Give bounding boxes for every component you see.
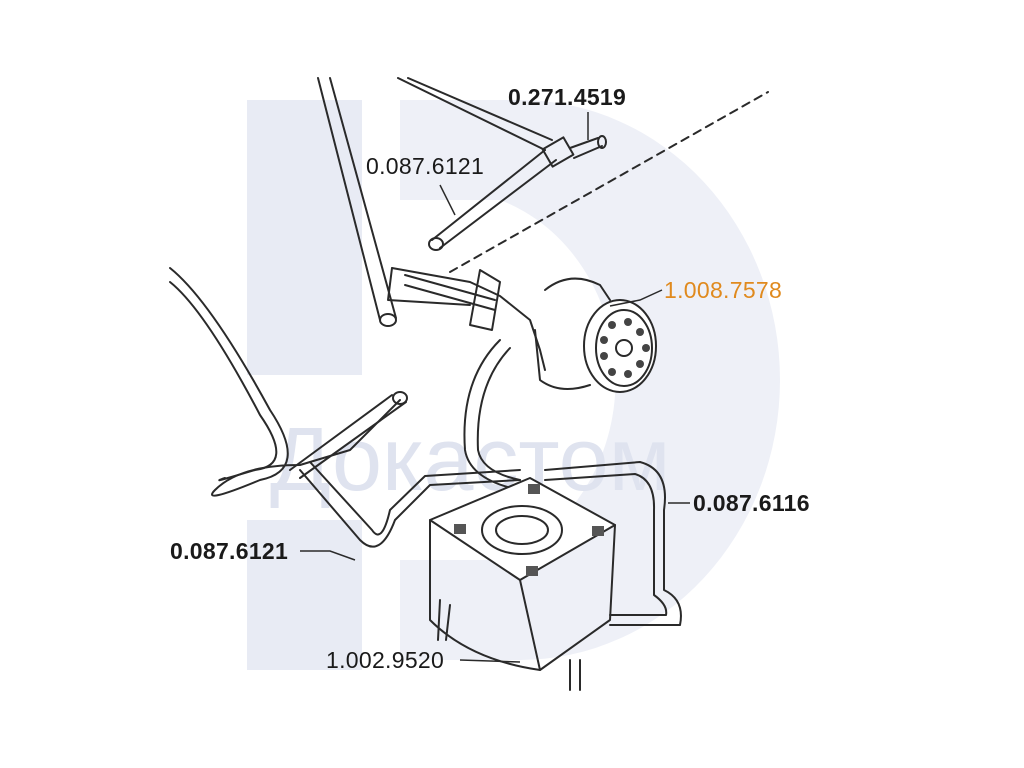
part-label-0-087-6121-top[interactable]: 0.087.6121 xyxy=(366,153,485,179)
part-label-0-087-6121-left[interactable]: 0.087.6121 xyxy=(170,538,289,564)
assembly-axis-dashed xyxy=(449,91,769,273)
part-label-1-002-9520[interactable]: 1.002.9520 xyxy=(326,647,445,673)
hose-0-087-6121-left xyxy=(169,267,521,548)
burner-nozzle-part xyxy=(387,267,657,393)
watermark-logo: Докастом xyxy=(247,100,780,670)
part-label-1-008-7578[interactable]: 1.008.7578 xyxy=(664,277,783,303)
tube-vertical xyxy=(317,77,397,327)
part-label-0-087-6116[interactable]: 0.087.6116 xyxy=(693,490,810,516)
tube-with-connector xyxy=(397,77,607,251)
watermark-text: Докастом xyxy=(270,410,671,510)
hose-0-087-6116 xyxy=(463,339,682,626)
heating-block xyxy=(429,477,616,691)
part-label-0-271-4519[interactable]: 0.271.4519 xyxy=(508,84,627,110)
leader-lines xyxy=(300,112,690,663)
